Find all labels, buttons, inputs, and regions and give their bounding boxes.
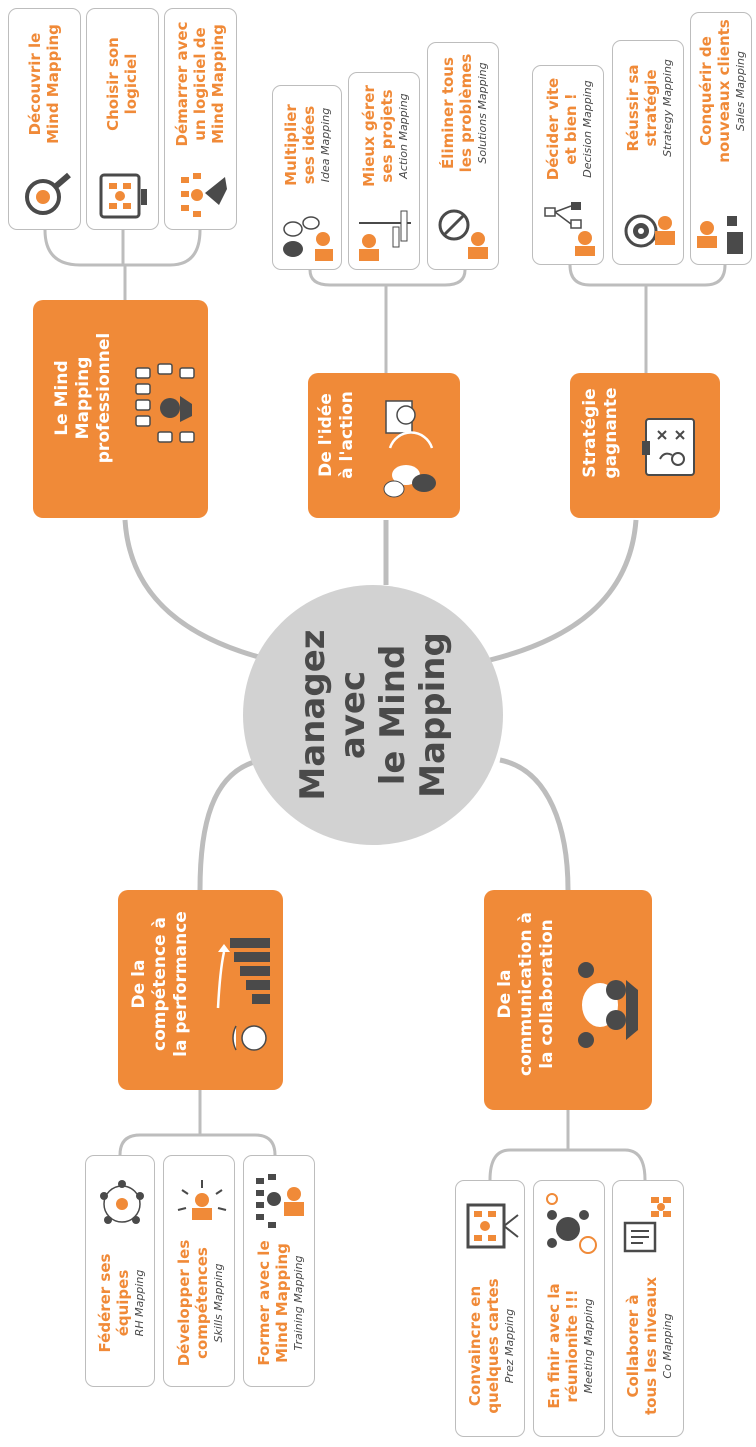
branch-de-la-communication-a-la-collaboration: De la communication à la collaboration [484,890,652,1110]
team-circle-icon [100,1180,144,1224]
branch-title: De la communication à la collaboration [494,912,557,1076]
branch-title: De la compétence à la performance [128,911,191,1057]
group-collaboration-icon [578,962,638,1048]
ideas-to-actions-icon [383,400,436,498]
no-problem-icon [438,209,488,259]
idea-clouds-icon [283,216,333,261]
monitor-map-icon [99,173,147,219]
leaf-reussir-sa-strategie: Réussir sa stratégie Strategy Mapping [612,40,684,265]
mind-map-person-icon [135,363,195,443]
hand-click-map-icon [181,173,227,217]
leaf-demarrer-avec-un-logiciel: Démarrer avec un logiciel de Mind Mappin… [164,8,237,230]
branch-title: Stratégie gagnante [580,387,621,479]
leaf-en-finir-avec-la-reunionite: En finir avec la réunionite !!! Meeting … [533,1180,605,1437]
sales-clients-icon [697,216,743,254]
target-icon [624,214,675,248]
leaf-convaincre-en-quelques-cartes: Convaincre en quelques cartes Prez Mappi… [455,1180,525,1437]
leaf-former-avec-le-mind-mapping: Former avec le Mind Mapping Training Map… [243,1155,315,1387]
leaf-eliminer-tous-les-problemes: Éliminer tous les problèmes Solutions Ma… [427,42,499,270]
strategy-board-icon [642,418,695,476]
leaf-decider-vite-et-bien: Décider vite et bien ! Decision Mapping [532,65,604,265]
branch-de-la-competence-a-la-performance: De la compétence à la performance [118,890,283,1090]
skills-spark-icon [177,1180,227,1220]
branch-title: Le Mind Mapping professionnel [51,332,114,464]
training-map-icon [256,1174,304,1228]
gantt-project-icon [359,210,411,261]
leaf-collaborer-a-tous-les-niveaux: Collaborer à tous les niveaux Co Mapping [612,1180,684,1437]
branch-de-l-idee-a-l-action: De l'idée à l'action [308,373,460,518]
magnifier-map-icon [25,172,71,215]
meeting-table-icon [546,1193,597,1254]
co-mapping-icon [623,1197,671,1253]
branch-le-mind-mapping-professionnel: Le Mind Mapping professionnel [33,300,208,518]
performance-growth-icon [216,938,270,1051]
leaf-mieux-gerer-ses-projets: Mieux gérer ses projets Action Mapping [348,72,420,270]
leaf-conquerir-de-nouveaux-clients: Conquérir de nouveaux clients Sales Mapp… [690,12,752,265]
central-topic-title: Managez avec le Mind Mapping [293,629,453,801]
leaf-choisir-son-logiciel: Choisir son logiciel [86,8,159,230]
leaf-multiplier-ses-idees: Multiplier ses idées Idea Mapping [272,85,342,270]
leaf-federer-ses-equipes: Fédérer ses équipes RH Mapping [85,1155,155,1387]
branch-title: De l'idée à l'action [316,391,357,479]
leaf-developper-les-competences: Développer les compétences Skills Mappin… [163,1155,235,1387]
branch-strategie-gagnante: Stratégie gagnante [570,373,720,518]
presentation-board-icon [466,1203,519,1249]
decision-tree-icon [544,202,595,256]
central-topic: Managez avec le Mind Mapping [243,585,503,845]
leaf-decouvrir-le-mind-mapping: Découvrir le Mind Mapping [8,8,81,230]
